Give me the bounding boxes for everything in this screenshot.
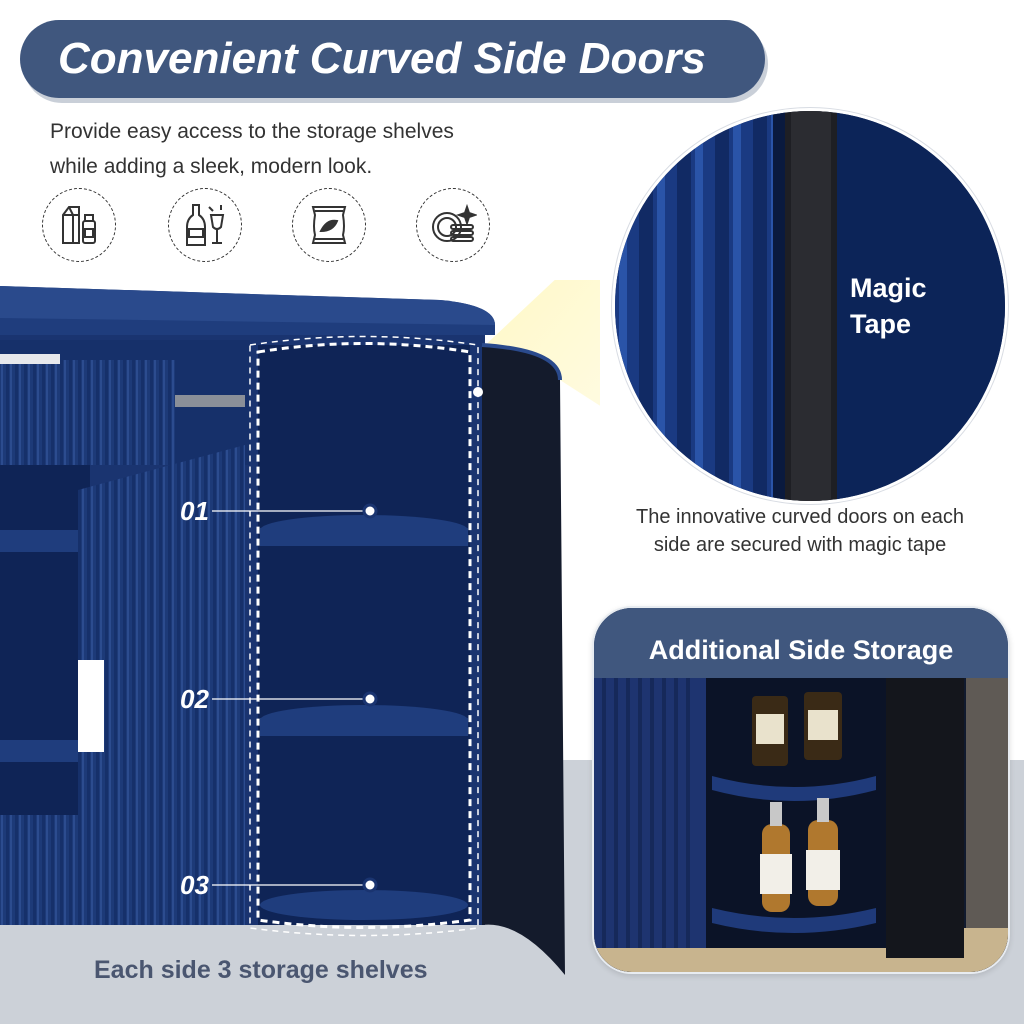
shelves-caption: Each side 3 storage shelves — [94, 956, 428, 984]
curved-side-door — [482, 345, 565, 975]
snack-bag-icon — [292, 188, 366, 262]
magic-tape-caption-line-1: The innovative curved doors on each — [636, 506, 964, 528]
magic-tape-caption-line-2: side are secured with magic tape — [653, 534, 947, 556]
drawer-handle — [0, 354, 60, 364]
side-storage-card-header — [594, 608, 1008, 678]
drawer-front — [0, 360, 175, 465]
magic-tape-zoom — [612, 108, 1008, 504]
drawer-slide — [175, 395, 245, 407]
shelf-highlight-outline — [256, 342, 472, 929]
shelf-label-1: 01 — [180, 496, 209, 526]
magic-tape-label-line-1: Magic — [850, 273, 927, 303]
side-storage-interior — [258, 345, 470, 925]
side-storage-title: Additional Side Storage — [648, 635, 954, 665]
front-door — [78, 445, 245, 915]
side-storage-card: Additional Side Storage — [592, 606, 1010, 974]
magic-tape-label-line-2: Tape — [850, 309, 912, 339]
magic-tape-caption: The innovative curved doors on each side… — [600, 503, 1000, 559]
title-banner: Convenient Curved Side Doors — [20, 20, 765, 98]
side-storage-photo — [594, 678, 1008, 972]
zoom-light-beam — [480, 280, 600, 406]
page-title: Convenient Curved Side Doors — [58, 34, 706, 83]
sideboard-illustration — [0, 280, 600, 975]
shelf-label-2: 02 — [180, 684, 209, 714]
wine-bottle-glass-icon — [168, 188, 242, 262]
plate-stack-icon — [416, 188, 490, 262]
magic-tape-label: Magic Tape — [850, 270, 927, 342]
subtitle: Provide easy access to the storage shelv… — [50, 114, 570, 184]
subtitle-line-2: while adding a sleek, modern look. — [50, 155, 373, 178]
shelf-label-3: 03 — [180, 870, 209, 900]
milk-carton-bottle-icon — [42, 188, 116, 262]
door-handle — [78, 660, 104, 752]
subtitle-line-1: Provide easy access to the storage shelv… — [50, 120, 454, 143]
